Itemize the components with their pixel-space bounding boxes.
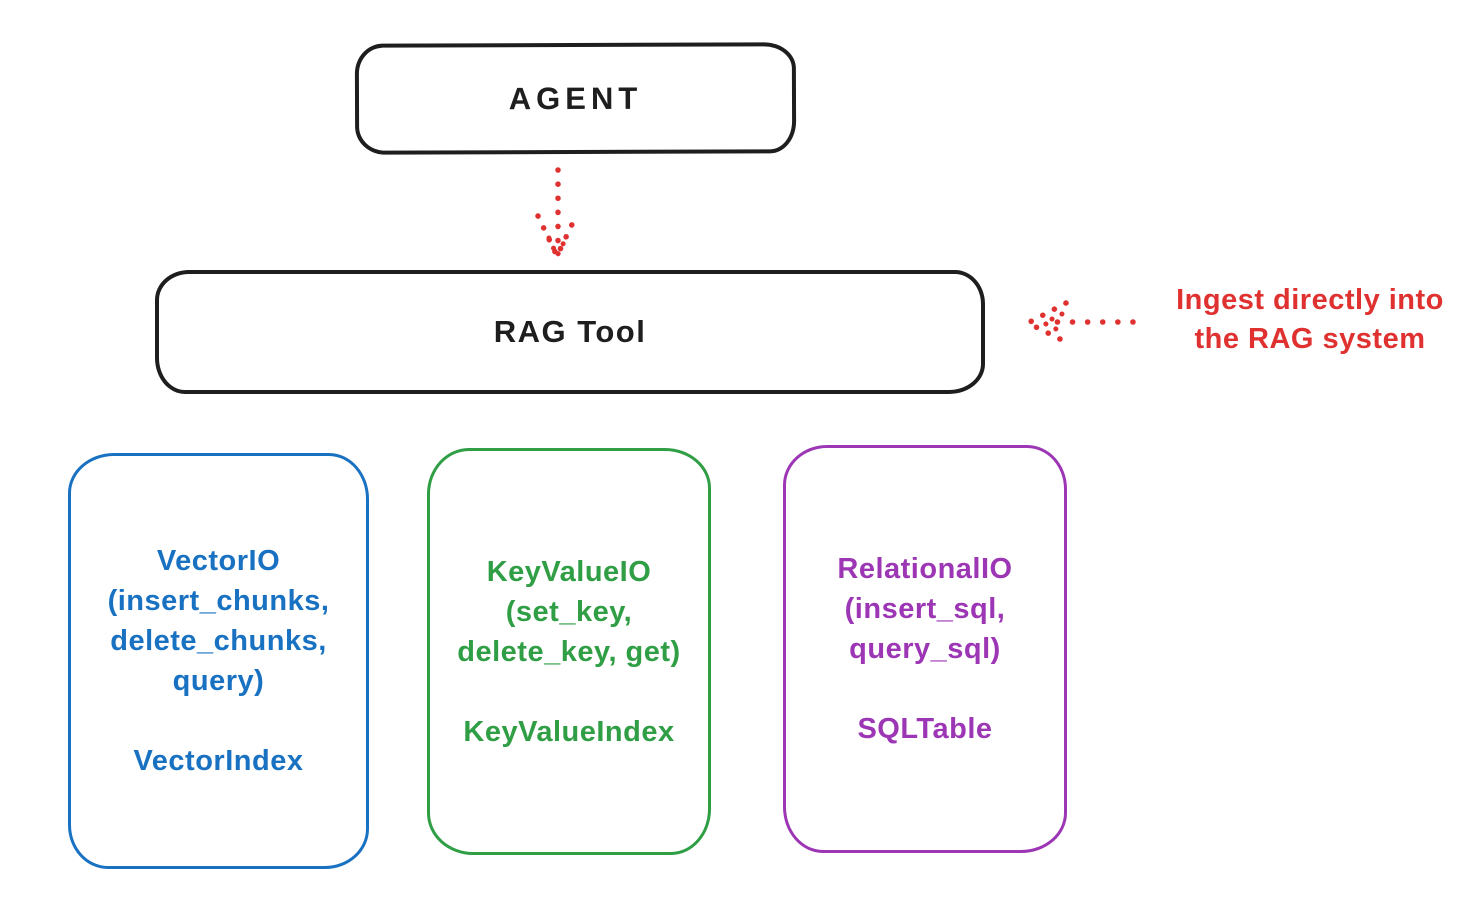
vector-io-box: VectorIO (insert_chunks, delete_chunks, … (68, 453, 369, 869)
agent-to-ragtool-arrowhead-icon (535, 213, 579, 263)
sql-table-label: SQLTable (857, 713, 993, 745)
annotation-to-ragtool-arrowhead-inner-icon (1038, 311, 1065, 335)
key-value-io-param-line: (set_key, (505, 595, 633, 628)
ingest-annotation-line-2: the RAG system (1194, 323, 1426, 355)
key-value-index-label: KeyValueIndex (463, 715, 675, 748)
rag-tool-label: RAG Tool (493, 314, 647, 349)
vector-io-param-line: delete_chunks, (110, 625, 327, 657)
agent-to-ragtool-arrowhead-inner-icon (546, 235, 569, 262)
vector-index-label: VectorIndex (133, 745, 304, 777)
key-value-io-param-line: delete_key, get) (457, 635, 681, 668)
vector-io-param-line: (insert_chunks, (107, 585, 330, 617)
agent-label: AGENT (508, 80, 643, 116)
vector-io-param-line: query) (172, 665, 265, 697)
ingest-annotation: Ingest directly into the RAG system (1140, 281, 1480, 359)
rag-tool-box: RAG Tool (155, 270, 985, 394)
relational-io-param-line: (insert_sql, (844, 593, 1006, 625)
key-value-io-title: KeyValueIO (486, 555, 652, 588)
ingest-annotation-line-1: Ingest directly into (1176, 284, 1444, 316)
annotation-to-ragtool-arrowhead-icon (1021, 300, 1069, 345)
agent-box: AGENT (354, 42, 797, 155)
relational-io-param-line: query_sql) (849, 633, 1001, 665)
relational-io-box: RelationalIO (insert_sql, query_sql) SQL… (783, 445, 1067, 853)
relational-io-title: RelationalIO (837, 553, 1013, 585)
vector-io-title: VectorIO (156, 545, 281, 577)
key-value-io-box: KeyValueIO (set_key, delete_key, get) Ke… (427, 448, 711, 855)
